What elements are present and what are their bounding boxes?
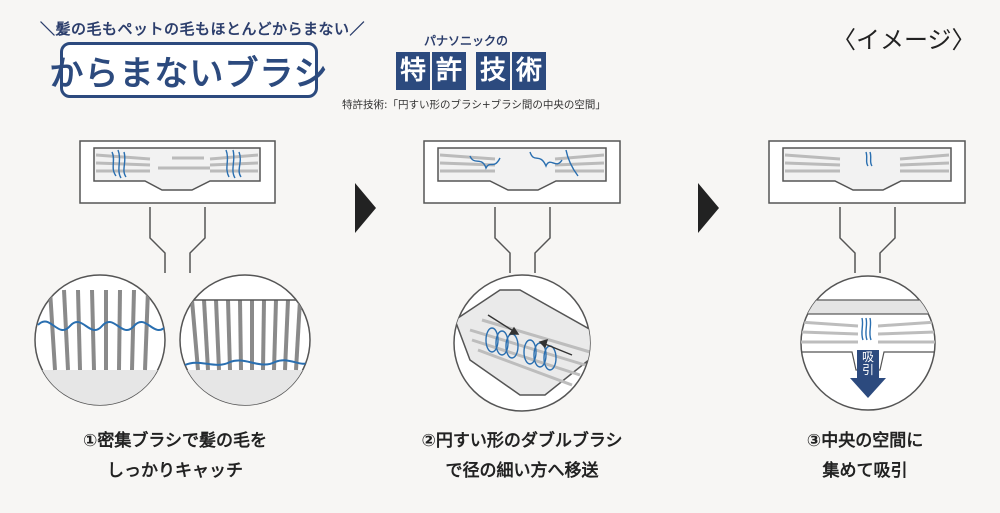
- step1-caption: ①密集ブラシで髪の毛を しっかりキャッチ: [50, 426, 300, 486]
- next-arrow-1: [355, 183, 376, 233]
- zoom-circle-step2: [453, 274, 591, 412]
- patent-char-2: 許: [432, 52, 466, 90]
- patent-char-4: 術: [512, 52, 546, 90]
- panasonic-label: パナソニックの: [424, 34, 509, 48]
- next-arrow-2: [698, 183, 719, 233]
- patent-char-3: 技: [476, 52, 510, 90]
- step1-caption-line1: ①密集ブラシで髪の毛を: [82, 431, 268, 451]
- image-label: 〈イメージ〉: [832, 26, 976, 54]
- step2-caption-line2: で径の細い方へ移送: [445, 461, 599, 481]
- brand-name: からまないブラシ: [49, 53, 329, 94]
- step1-caption-line2: しっかりキャッチ: [107, 461, 243, 481]
- brush-head-step3: [768, 140, 966, 273]
- brush-head-step1: [79, 140, 276, 273]
- zoom-circle-step3: [800, 275, 936, 411]
- brush-head-step2: [423, 140, 621, 273]
- step2-caption: ②円すい形のダブルブラシ で径の細い方へ移送: [392, 426, 652, 486]
- patent-badge: 特 許 技 術: [396, 52, 546, 90]
- tagline: ＼髪の毛もペットの毛もほとんどからまない／: [40, 20, 366, 38]
- patent-note: 特許技術:「円すい形のブラシ+ブラシ間の中央の空間」: [342, 99, 606, 111]
- step3-caption-line2: 集めて吸引: [822, 461, 908, 481]
- patent-char-1: 特: [396, 52, 430, 90]
- step3-caption-line1: ③中央の空間に: [806, 431, 924, 451]
- brand-logo: からまないブラシ: [49, 42, 328, 98]
- zoom-circle-step1-right: [179, 274, 311, 406]
- zoom-circle-step1-left: [34, 274, 166, 406]
- suction-label: 吸引: [861, 350, 874, 377]
- step3-caption: ③中央の空間に 集めて吸引: [760, 426, 970, 486]
- step2-caption-line1: ②円すい形のダブルブラシ: [421, 431, 623, 451]
